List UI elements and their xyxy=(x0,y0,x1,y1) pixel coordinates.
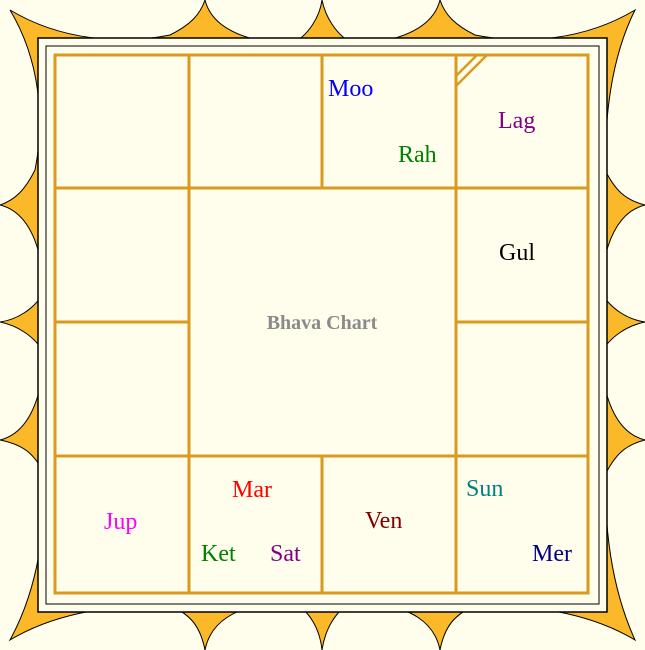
planet-mer: Mer xyxy=(532,541,572,567)
planet-ket: Ket xyxy=(201,541,236,567)
planet-sat: Sat xyxy=(270,541,301,567)
planet-moo: Moo xyxy=(328,76,373,102)
planet-mar: Mar xyxy=(232,477,272,503)
chart-title: Bhava Chart xyxy=(267,312,378,334)
planet-sun: Sun xyxy=(466,476,503,502)
planet-lag: Lag xyxy=(498,108,535,134)
planet-rah: Rah xyxy=(398,142,437,168)
planet-ven: Ven xyxy=(365,508,402,534)
planet-gul: Gul xyxy=(499,240,535,266)
planet-jup: Jup xyxy=(104,509,137,535)
